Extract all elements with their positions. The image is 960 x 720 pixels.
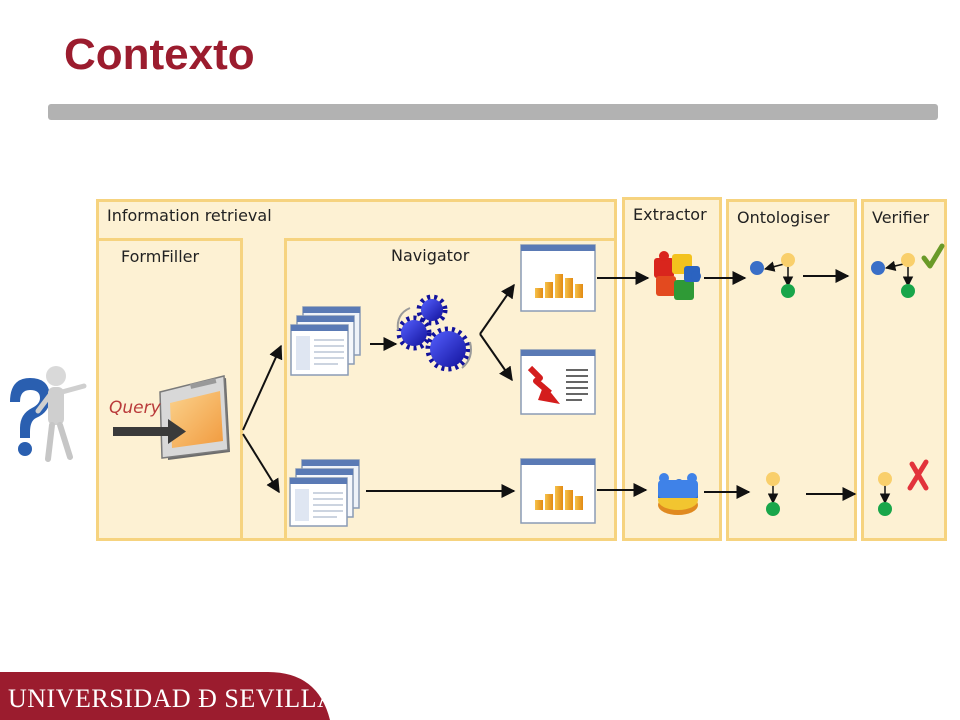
extractor-label: Extractor (633, 205, 707, 224)
title-divider (48, 104, 938, 120)
ontology-graph-top (750, 253, 795, 298)
form-window-icon (159, 375, 230, 460)
formfiller-label: FormFiller (121, 247, 200, 266)
puzzle-blue-icon (658, 473, 698, 515)
verifier-label: Verifier (872, 208, 930, 227)
web-pages-bottom-icon (289, 459, 360, 527)
chart-page-top-icon (520, 244, 596, 312)
web-pages-top-icon (290, 306, 361, 376)
user-question-icon (10, 366, 87, 462)
gears-icon (396, 294, 472, 372)
arrow-form-to-bottom (242, 433, 280, 494)
error-page-icon (520, 349, 596, 415)
university-logo-text: UNIVERSIDAD Ð SEVILLA (8, 684, 337, 713)
check-icon (921, 243, 945, 269)
information-retrieval-label: Information retrieval (107, 206, 272, 225)
footer-banner (0, 672, 330, 720)
query-arrow (113, 427, 171, 436)
navigator-label: Navigator (391, 246, 470, 265)
puzzle-colored-icon (654, 251, 701, 300)
arrow-form-to-top (242, 344, 283, 431)
cross-icon (907, 459, 929, 491)
ontologiser-label: Ontologiser (737, 208, 830, 227)
ontology-graph-bottom (766, 472, 780, 516)
query-label: Query (109, 398, 161, 418)
verifier-graph-top (871, 253, 915, 298)
verifier-graph-bottom (878, 472, 892, 516)
slide-title: Contexto (64, 30, 255, 79)
chart-page-bottom-icon (520, 458, 596, 524)
